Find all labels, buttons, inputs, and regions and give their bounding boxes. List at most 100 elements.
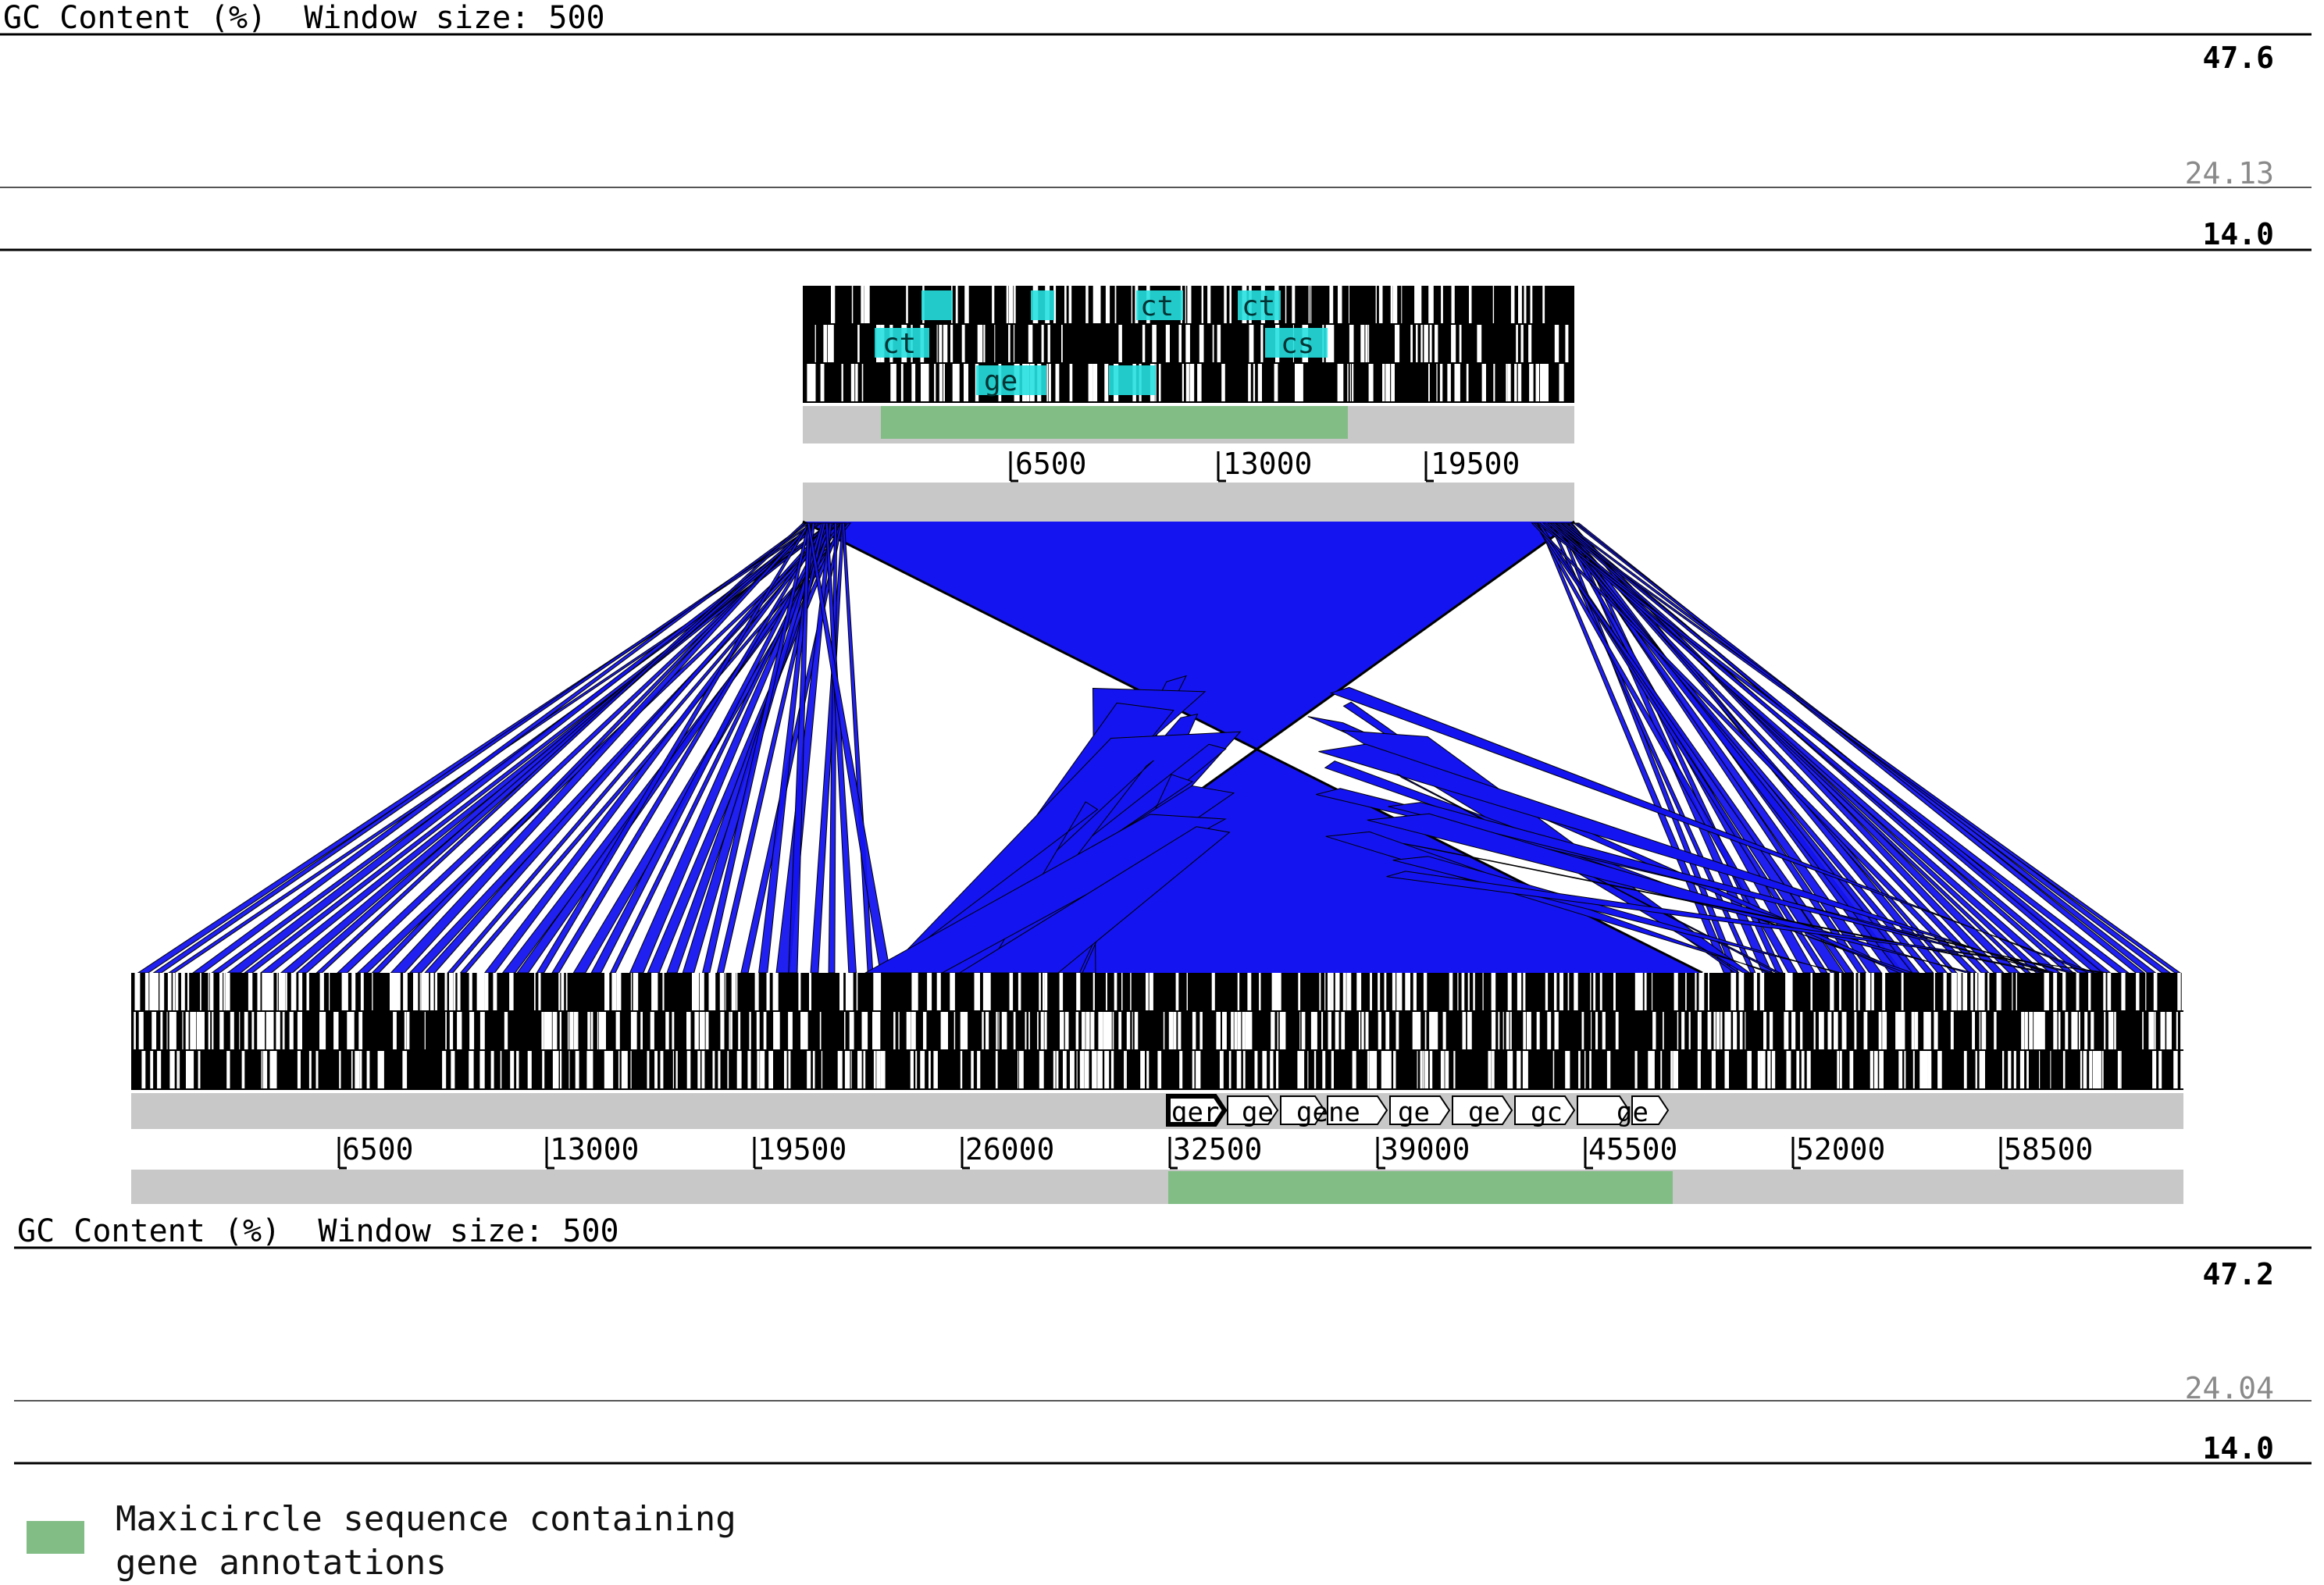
feature-gap (1106, 364, 1108, 401)
gene-feature (1136, 290, 1183, 320)
feature-gap (173, 973, 176, 1010)
feature-gap (200, 973, 201, 1010)
gene-label: ge (984, 365, 1018, 397)
feature-gap (893, 1012, 896, 1049)
feature-gap (560, 1051, 562, 1088)
feature-gap (1199, 1012, 1203, 1049)
feature-gap (1369, 1051, 1374, 1088)
feature-gap (1535, 364, 1539, 401)
feature-gap (175, 973, 179, 1010)
feature-gap (605, 973, 610, 1010)
feature-gap (141, 1051, 146, 1088)
bottom-lower-track (131, 1170, 2183, 1204)
feature-gap (155, 973, 159, 1010)
feature-gap (283, 1012, 285, 1049)
feature-gap (257, 1012, 261, 1049)
feature-gap (996, 1051, 998, 1088)
feature-gap (1009, 973, 1014, 1010)
feature-gap (2120, 1051, 2122, 1088)
feature-gap (528, 1051, 532, 1088)
feature-gap (1725, 1012, 1729, 1049)
feature-gap (1975, 1051, 1977, 1088)
feature-gap (1359, 1012, 1361, 1049)
feature-gap (1502, 1012, 1504, 1049)
feature-gap (911, 364, 914, 401)
feature-gap (1937, 1051, 1942, 1088)
feature-gap (921, 364, 925, 401)
feature-gap (2029, 1012, 2034, 1049)
feature-gap (2103, 973, 2106, 1010)
feature-gap (1098, 1012, 1103, 1049)
feature-gap (1673, 973, 1678, 1010)
feature-gap (827, 325, 831, 362)
feature-gap (1996, 973, 1998, 1010)
feature-gap (1517, 1051, 1521, 1088)
feature-gap (1085, 286, 1089, 323)
feature-gap (190, 1012, 194, 1049)
feature-gap (1381, 1051, 1385, 1088)
gene-arrow (1327, 1095, 1388, 1125)
feature-gap (2151, 1012, 2155, 1049)
feature-gap (1498, 1012, 1500, 1049)
feature-gap (2053, 1012, 2058, 1049)
feature-gap (449, 973, 454, 1010)
feature-gap (197, 1012, 201, 1049)
feature-gap (1385, 1012, 1390, 1049)
feature-gap (654, 1051, 658, 1088)
feature-gap (1142, 325, 1146, 362)
feature-gap (1957, 973, 1962, 1010)
feature-gap (1634, 973, 1640, 1010)
feature-gap (1763, 1051, 1766, 1088)
feature-gap (555, 1051, 559, 1088)
feature-gap (1950, 1012, 1954, 1049)
feature-gap (1257, 364, 1261, 401)
feature-gap (1008, 286, 1013, 323)
feature-gap (1331, 973, 1334, 1010)
gene-feature (976, 365, 1046, 395)
feature-gap (2169, 1012, 2170, 1049)
feature-gap (1368, 364, 1374, 401)
feature-gap (1951, 973, 1956, 1010)
feature-gap (654, 973, 658, 1010)
feature-gap (1200, 325, 1203, 362)
feature-gap (1738, 973, 1743, 1010)
feature-gap (1934, 973, 1935, 1010)
feature-gap (2021, 1012, 2025, 1049)
feature-gap (1424, 1012, 1427, 1049)
feature-gap (803, 1012, 808, 1049)
feature-gap (166, 1012, 168, 1049)
feature-gap (1410, 325, 1413, 362)
feature-gap (1301, 1012, 1306, 1049)
feature-gap (1462, 1012, 1467, 1049)
feature-gap (2152, 1051, 2156, 1088)
feature-gap (1615, 1012, 1619, 1049)
feature-gap (1185, 364, 1189, 401)
feature-gap (1237, 973, 1240, 1010)
feature-gap (708, 973, 712, 1010)
top-lower-track (803, 483, 1574, 522)
feature-gap (315, 1051, 319, 1088)
feature-gap (1219, 1051, 1224, 1088)
feature-gap (1757, 1051, 1761, 1088)
feature-gap (574, 1012, 578, 1049)
feature-gap (2083, 1051, 2087, 1088)
feature-gap (1552, 1051, 1555, 1088)
feature-gap (2008, 1051, 2012, 1088)
feature-gap (2145, 973, 2147, 1010)
feature-gap (915, 1051, 918, 1088)
feature-gap (1095, 286, 1100, 323)
feature-gap (182, 1012, 184, 1049)
feature-gap (2162, 1012, 2165, 1049)
feature-gap (876, 1051, 881, 1088)
feature-gap (552, 1051, 558, 1088)
feature-gap (1159, 364, 1161, 401)
feature-gap (1310, 286, 1312, 323)
feature-gap (856, 973, 858, 1010)
feature-gap (1507, 1051, 1512, 1088)
gene-feature (875, 328, 929, 358)
feature-gap (1470, 286, 1472, 323)
feature-gap (1467, 973, 1470, 1010)
feature-gap (613, 973, 617, 1010)
feature-gap (944, 1012, 948, 1049)
feature-gap (1039, 973, 1041, 1010)
